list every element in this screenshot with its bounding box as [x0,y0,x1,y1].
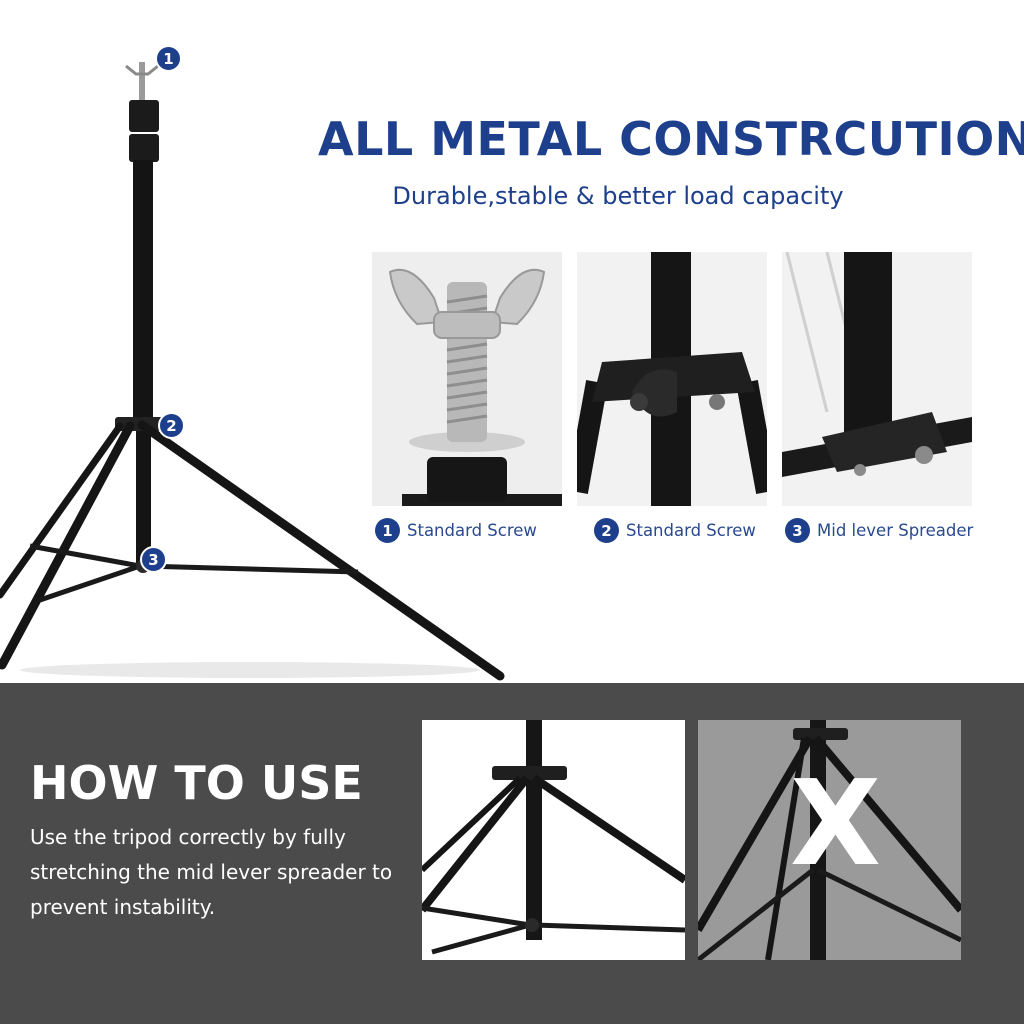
detail-panel-screw [372,252,562,506]
caption-badge-1: 1 [375,518,400,543]
caption-1: 1 Standard Screw [375,518,537,543]
caption-label-1: Standard Screw [407,521,537,540]
spreader-joint-icon [782,252,972,477]
caption-label-2: Standard Screw [626,521,756,540]
how-to-use-body: Use the tripod correctly by fully stretc… [30,825,393,919]
caption-badge-3: 3 [785,518,810,543]
marker-1: 1 [155,45,182,72]
tripod-illustration [0,62,505,681]
subheadline: Durable,stable & better load capacity [392,182,844,210]
wrong-usage-x-mark: X [790,754,881,892]
correct-usage-photo [422,720,685,960]
caption-badge-2: 2 [594,518,619,543]
tripod-joint-icon [577,252,767,506]
tripod-icon [422,720,685,955]
wing-nut-screw-icon [388,268,562,506]
tripod-incorrect-icon [698,720,961,960]
marker-3: 3 [140,546,167,573]
detail-panel-spreader [782,252,972,506]
wrong-usage-photo: X [698,720,961,960]
caption-3: 3 Mid lever Spreader [785,518,973,543]
caption-2: 2 Standard Screw [594,518,756,543]
marker-2: 2 [158,412,185,439]
headline: ALL METAL CONSTRCUTION [318,112,1024,166]
caption-label-3: Mid lever Spreader [817,521,974,540]
how-to-use-title: HOW TO USE [30,756,363,810]
detail-panel-clamp [577,252,767,506]
